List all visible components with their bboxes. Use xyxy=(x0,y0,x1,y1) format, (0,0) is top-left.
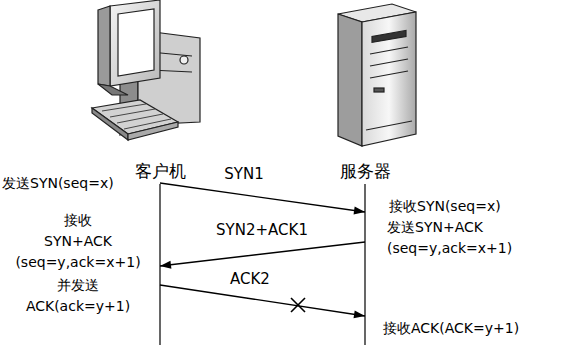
step-note: 接收SYN(seq=x) xyxy=(389,198,501,214)
step-note: ACK(ack=y+1) xyxy=(26,298,130,314)
message-label: ACK2 xyxy=(228,270,272,288)
host-node: 服务器 xyxy=(333,160,398,183)
host-name: 客户机 xyxy=(131,160,190,183)
message-arrow xyxy=(160,242,365,269)
host-node: 客户机 xyxy=(128,160,193,183)
step-note: 接收 xyxy=(64,212,92,228)
lifeline xyxy=(364,184,365,345)
computer-icon xyxy=(92,0,200,140)
step-note: 发送SYN+ACK xyxy=(387,219,483,235)
message-label: SYN2+ACK1 xyxy=(214,221,310,239)
host-name: 服务器 xyxy=(336,160,395,183)
step-note: 接收ACK(ACK=y+1) xyxy=(383,320,519,336)
step-note: 并发送 xyxy=(57,277,99,293)
message-label: SYN1 xyxy=(222,165,265,183)
step-note: (seq=y,ack=x+1) xyxy=(387,240,512,256)
step-note: 发送SYN(seq=x) xyxy=(2,175,114,191)
step-note: SYN+ACK xyxy=(44,233,112,249)
step-note: (seq=y,ack=x+1) xyxy=(15,254,140,270)
message-arrow xyxy=(160,183,365,214)
server-icon xyxy=(338,4,416,146)
lifeline xyxy=(159,184,160,345)
message-arrow xyxy=(160,285,365,318)
